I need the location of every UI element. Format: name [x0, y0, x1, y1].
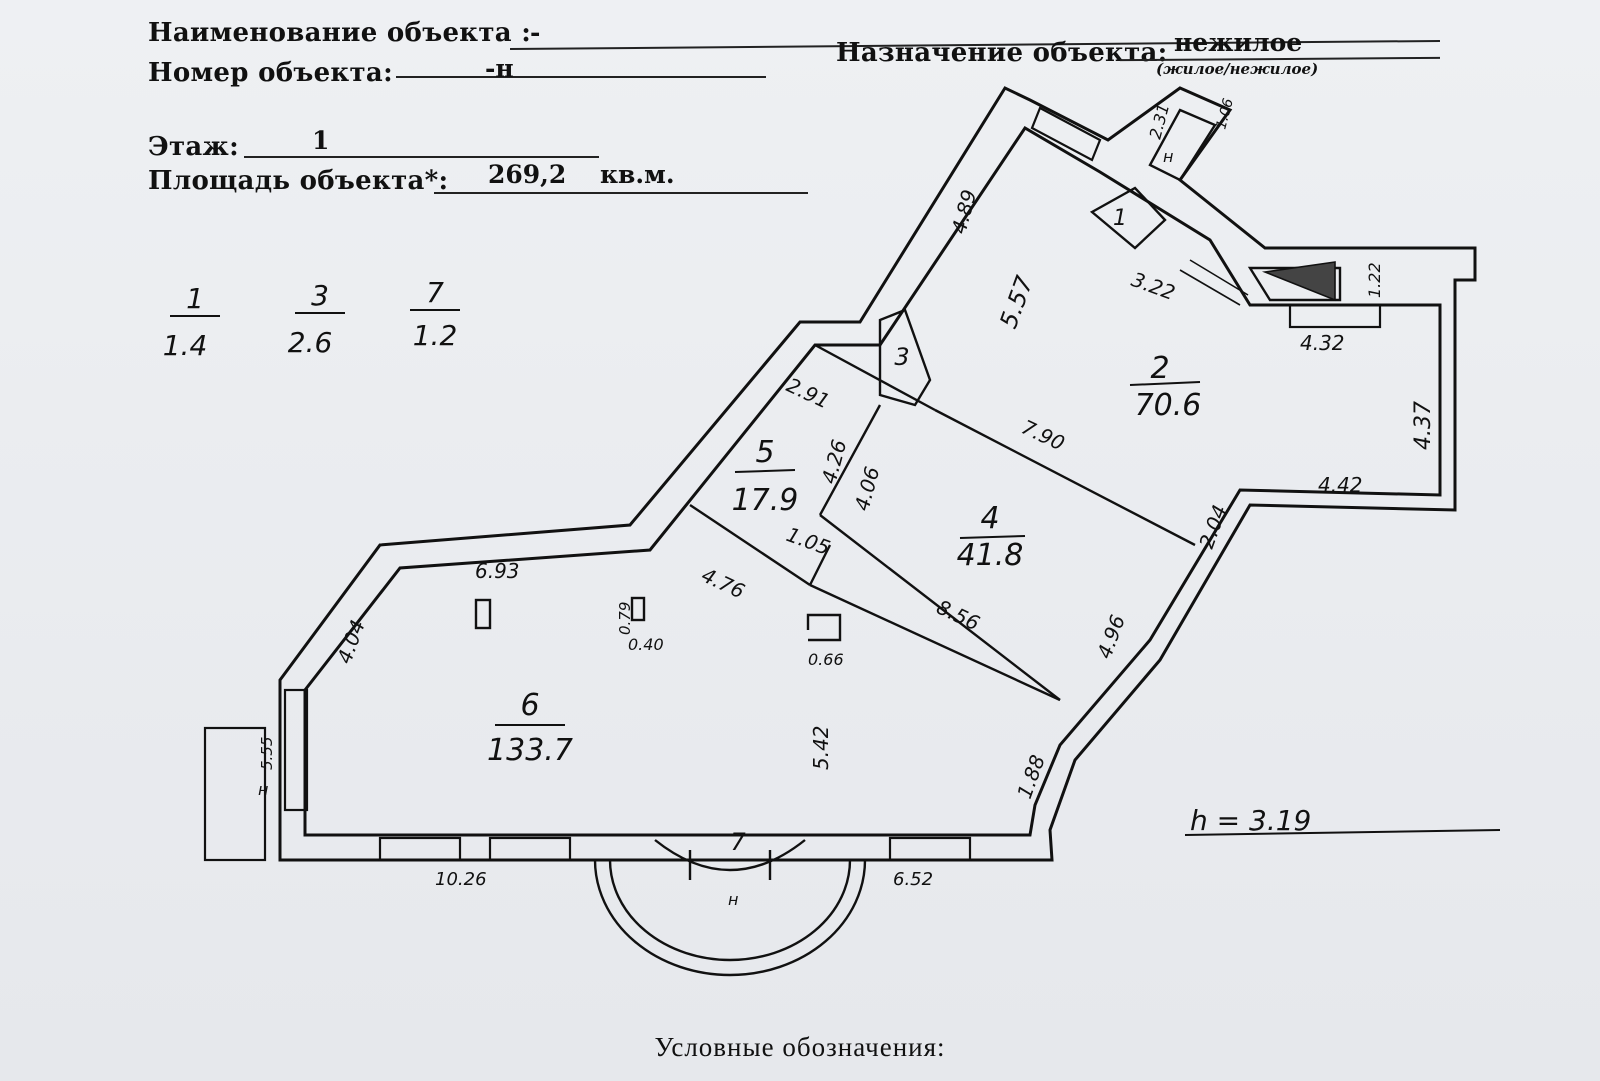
- entrance-marker: н: [258, 780, 268, 799]
- dimension-label: 4.26: [817, 437, 852, 486]
- room-number: 2: [1150, 351, 1169, 386]
- room-4: 4 41.8: [957, 501, 1026, 573]
- room-number: 4: [980, 501, 999, 536]
- dimension-label: 1.06: [1213, 97, 1237, 131]
- dimension-label: 4.76: [698, 563, 749, 604]
- floor-label: Этаж:: [148, 132, 239, 162]
- svg-text:h = 3.19: h = 3.19: [1190, 804, 1311, 837]
- dimension-label: 0.79: [616, 602, 634, 635]
- floor-value: 1: [312, 126, 330, 155]
- object-number-value: -н: [485, 54, 514, 83]
- area-label: Площадь объекта*:: [148, 166, 449, 196]
- object-name-value: -: [530, 18, 541, 47]
- small-room-3: 3 2.6: [288, 279, 345, 359]
- interior-walls: [474, 108, 1342, 702]
- dimension-label: 5.57: [994, 272, 1039, 332]
- dimension-label: 5.55: [258, 737, 276, 770]
- dimension-label: 2.31: [1146, 102, 1174, 141]
- entrance-marker: н: [728, 890, 738, 909]
- dimension-label: 4.04: [332, 617, 370, 667]
- svg-text:3: 3: [311, 279, 329, 312]
- floor-underline: [244, 156, 599, 158]
- svg-text:1: 1: [186, 282, 204, 315]
- dimension-label: 4.42: [1318, 473, 1363, 497]
- entrance-markers: н н н: [258, 147, 1173, 909]
- dimension-label: 4.32: [1300, 331, 1345, 355]
- dimension-label: 1.88: [1012, 752, 1050, 802]
- object-purpose-label: Назначение объекта:: [836, 38, 1168, 68]
- small-room-7: 7 1.2: [410, 276, 460, 352]
- small-rooms-table: 1 1.4 3 2.6 7 1.2: [163, 276, 460, 362]
- svg-text:7: 7: [426, 276, 444, 309]
- room-2: 2 70.6: [1129, 351, 1202, 423]
- room-number: 6: [520, 688, 539, 723]
- object-name-label: Наименование объекта :: [148, 18, 532, 48]
- room-area: 70.6: [1135, 388, 1202, 423]
- object-purpose-value: нежилое: [1174, 28, 1303, 57]
- object-purpose-hint: (жилое/нежилое): [1156, 60, 1319, 78]
- outer-walls: [278, 86, 1477, 862]
- ceiling-height: h = 3.19: [1184, 804, 1501, 837]
- room-area: 41.8: [957, 538, 1024, 573]
- dimension-label: 5.42: [809, 725, 833, 770]
- dimension-label: 6.52: [893, 869, 933, 890]
- area-underline: [434, 192, 808, 194]
- room-6: 6 133.7: [487, 688, 573, 768]
- room-area: 17.9: [732, 483, 799, 518]
- dimension-label: 4.06: [850, 464, 885, 513]
- dimension-label: 3.22: [1128, 267, 1178, 305]
- svg-text:1.2: 1.2: [413, 319, 458, 352]
- room-7-number: 7: [730, 828, 746, 856]
- room-area: 133.7: [487, 733, 573, 768]
- entrance-porch: [593, 839, 867, 977]
- dimension-label: 10.26: [435, 869, 487, 890]
- dimension-labels: 4.89 5.57 3.22 4.32 1.22 2.31 1.06 4.37 …: [258, 97, 1436, 890]
- dimension-label: 6.93: [475, 559, 520, 583]
- dimension-label: 4.96: [1092, 612, 1130, 662]
- room-3-number: 3: [894, 343, 909, 371]
- dimension-label: 1.05: [783, 522, 833, 560]
- dimension-label: 4.37: [1411, 401, 1436, 450]
- svg-text:2.6: 2.6: [288, 326, 333, 359]
- entrance-marker: н: [1163, 147, 1173, 166]
- room-1-number: 1: [1113, 206, 1127, 231]
- dimension-label: 7.90: [1018, 415, 1069, 456]
- room-labels: 2 70.6 4 41.8 5 17.9 6 133.7 3 1 7: [487, 206, 1201, 856]
- legend-title: Условные обозначения:: [654, 1032, 946, 1062]
- dimension-label: 2.91: [783, 373, 834, 414]
- hatched-stair: [1179, 259, 1336, 306]
- object-number-label: Номер объекта:: [148, 58, 393, 88]
- dimension-label: 0.40: [628, 635, 664, 654]
- dimension-label: 0.66: [808, 650, 844, 669]
- windows: [203, 106, 1382, 862]
- dimension-label: 1.22: [1365, 262, 1384, 298]
- dimension-label: 4.89: [947, 187, 982, 236]
- dimension-label: 8.56: [933, 595, 984, 636]
- area-value: 269,2: [488, 160, 567, 189]
- room-number: 5: [755, 435, 774, 470]
- object-number-underline: [396, 76, 766, 78]
- small-room-1: 1 1.4: [163, 282, 220, 362]
- area-unit: кв.м.: [600, 160, 675, 189]
- svg-text:1.4: 1.4: [163, 329, 208, 362]
- room-5: 5 17.9: [732, 435, 799, 518]
